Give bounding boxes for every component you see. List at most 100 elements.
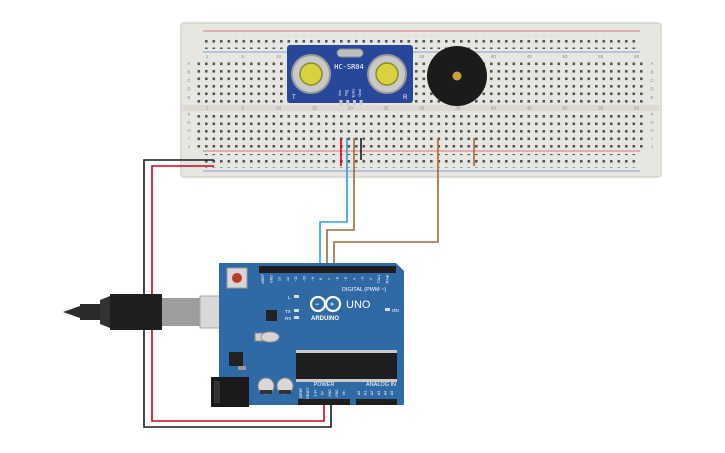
sensor-pin-label: Echo [351, 89, 355, 98]
power-pin-label: 5V [321, 390, 325, 395]
reset-button[interactable] [232, 273, 242, 283]
bottom-power-rail[interactable] [203, 154, 640, 168]
digital-pin-label: RX◂0 [386, 275, 390, 284]
wires[interactable] [143, 138, 475, 428]
terminal-block-top[interactable] [195, 60, 643, 104]
breadboard[interactable]: 1155101015152020252530303535404045455050… [180, 22, 662, 178]
breadboard-number: 40 [491, 106, 497, 111]
breadboard-row-letter: H [187, 128, 190, 133]
breadboard-row-letter: E [650, 95, 653, 100]
usb-cable-icon[interactable] [63, 294, 238, 330]
wire-echo[interactable] [326, 138, 355, 268]
breadboard-number: 50 [562, 106, 568, 111]
breadboard-row-letter: C [650, 78, 654, 83]
led-l-label: L [288, 295, 291, 300]
analog-pin-label: A5 [390, 391, 394, 395]
power-pin-label: RESET [306, 387, 310, 398]
top-power-rail[interactable] [203, 35, 640, 49]
center-channel [183, 105, 659, 111]
digital-pin-label: TX▸1 [377, 275, 381, 283]
analog-header[interactable] [356, 399, 397, 405]
breadboard-number: 45 [527, 54, 533, 59]
breadboard-row-letter: A [187, 61, 190, 66]
svg-text:−: − [315, 302, 319, 309]
breadboard-row-letter: I [188, 136, 189, 141]
breadboard-row-letter: G [650, 120, 654, 125]
breadboard-row-letter: H [650, 128, 653, 133]
power-header[interactable] [298, 399, 350, 405]
breadboard-number: 55 [598, 54, 604, 59]
breadboard-number: 5 [242, 54, 245, 59]
on-label: ON [392, 308, 399, 313]
breadboard-number: 20 [348, 106, 354, 111]
breadboard-row-letter: F [188, 112, 191, 117]
crystal-oscillator [260, 331, 280, 343]
breadboard-row-letter: G [187, 120, 191, 125]
sensor-pin-label: Vcc [338, 90, 342, 96]
wire-trig[interactable] [319, 138, 348, 268]
digital-pin-label: ~6 [336, 277, 340, 281]
breadboard-row-letter: J [188, 144, 190, 149]
sensor-tag-t: T [292, 95, 296, 101]
sensor-pin[interactable] [352, 100, 356, 105]
digital-pin-label: 4 [352, 278, 356, 280]
sensor-pin-label: Trig [345, 90, 349, 96]
analog-pin-label: A0 [357, 391, 361, 395]
breadboard-number: 60 [634, 54, 640, 59]
analog-pin-label: A4 [383, 391, 387, 395]
breadboard-number: 15 [312, 106, 318, 111]
breadboard-number: 55 [598, 106, 604, 111]
piezo-buzzer[interactable] [427, 46, 487, 106]
sensor-pin[interactable] [359, 100, 363, 105]
arduino-infinity-logo: − + [309, 295, 342, 313]
breadboard-row-letter: J [651, 144, 653, 149]
led-tx-label: TX [285, 309, 291, 314]
power-pin-label: GND [328, 389, 332, 397]
sensor-pin-label: Gnd [358, 89, 362, 96]
usb-chip [266, 310, 277, 321]
sensor-tag-r: R [403, 95, 408, 101]
digital-header[interactable] [259, 266, 396, 273]
breadboard-number: 50 [562, 54, 568, 59]
breadboard-number: 35 [455, 106, 461, 111]
svg-text:+: + [330, 302, 334, 309]
power-pin-label: 3.3V [313, 389, 317, 397]
sensor-pin[interactable] [346, 100, 350, 105]
breadboard-row-letter: E [187, 95, 190, 100]
digital-pin-label: GND [269, 275, 273, 283]
led-rx-label: RX [285, 316, 291, 321]
breadboard-row-letter: B [187, 70, 190, 75]
breadboard-number: 30 [419, 106, 425, 111]
wire-buzzer-signal[interactable] [333, 138, 439, 268]
breadboard-number: 10 [276, 54, 282, 59]
crystal-icon [336, 48, 364, 58]
breadboard-number: 60 [634, 106, 640, 111]
digital-pin-label: ~9 [311, 277, 315, 281]
digital-pin-label: 13 [278, 277, 282, 281]
sensor-pin[interactable] [339, 100, 343, 105]
wire-5v[interactable] [151, 165, 325, 422]
digital-pin-label: 12 [286, 277, 290, 281]
breadboard-number: 25 [383, 106, 389, 111]
breadboard-number: 40 [491, 54, 497, 59]
terminal-block-bottom[interactable] [195, 112, 643, 150]
arduino-model: UNO [346, 299, 371, 311]
breadboard-row-letter: A [650, 61, 653, 66]
analog-pin-label: A1 [364, 391, 368, 395]
atmega-chip [296, 352, 397, 380]
digital-pin-label: 8 [319, 278, 323, 280]
analog-label: ANALOG IN [366, 382, 396, 388]
arduino-brand: ARDUINO [311, 316, 339, 322]
breadboard-row-letter: D [187, 87, 191, 92]
digital-pin-label: ~3 [361, 277, 365, 281]
breadboard-row-letter: D [650, 87, 654, 92]
digital-label: DIGITAL (PWM ~) [342, 287, 386, 293]
breadboard-number: 45 [527, 106, 533, 111]
wire-gnd[interactable] [143, 159, 332, 428]
digital-pin-label: 2 [369, 278, 373, 280]
